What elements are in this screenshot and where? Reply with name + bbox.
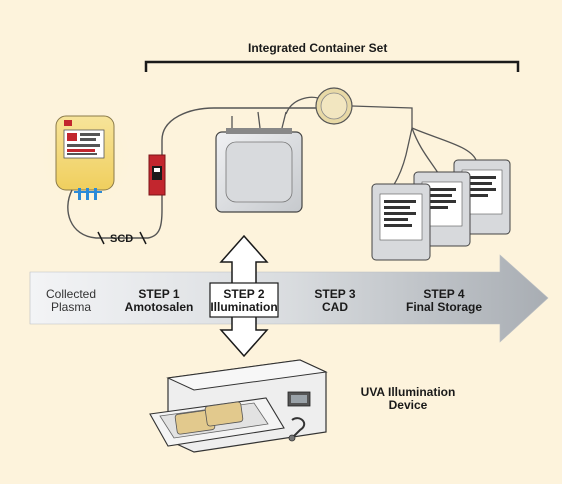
- step-2-subtitle: Illumination: [210, 300, 278, 315]
- tubing-cad: [285, 96, 319, 115]
- uva-device-line-2: Device: [388, 398, 428, 413]
- process-flow-arrow: [29, 254, 549, 343]
- step-3-title: STEP 3: [314, 287, 356, 301]
- cad-disk: [315, 87, 413, 128]
- collected-plasma-label: Collected Plasma: [42, 287, 100, 315]
- tubing-scd: [67, 107, 330, 239]
- step-2-title: STEP 2: [223, 287, 265, 301]
- step-2-highlight-box: [209, 282, 279, 318]
- step-1-title: STEP 1: [138, 287, 180, 301]
- uva-device-line-1: UVA Illumination: [360, 385, 456, 399]
- uva-illumination-device: [149, 359, 328, 453]
- collected-plasma-line-1: Collected: [45, 287, 97, 301]
- final-storage-bag-1: [371, 183, 431, 261]
- collected-plasma-line-2: Plasma: [50, 300, 91, 315]
- plasma-bag: [34, 100, 138, 216]
- step-4-label: STEP 4 Final Storage: [396, 287, 492, 315]
- step-3-label: STEP 3 CAD: [300, 287, 370, 315]
- container-set-bracket: [144, 60, 520, 72]
- step-4-title: STEP 4: [423, 287, 465, 301]
- container-set-label: Integrated Container Set: [248, 41, 388, 55]
- step-2-label: STEP 2 Illumination: [210, 287, 278, 315]
- step-3-subtitle: CAD: [322, 300, 348, 315]
- amotosalen-clamp: [148, 154, 166, 196]
- illumination-bag: [215, 111, 303, 213]
- uva-device-label: UVA Illumination Device: [348, 385, 468, 413]
- step-1-subtitle: Amotosalen: [124, 300, 194, 315]
- step-4-subtitle: Final Storage: [405, 300, 482, 315]
- scd-label: SCD: [110, 233, 134, 245]
- step-1-label: STEP 1 Amotosalen: [118, 287, 200, 315]
